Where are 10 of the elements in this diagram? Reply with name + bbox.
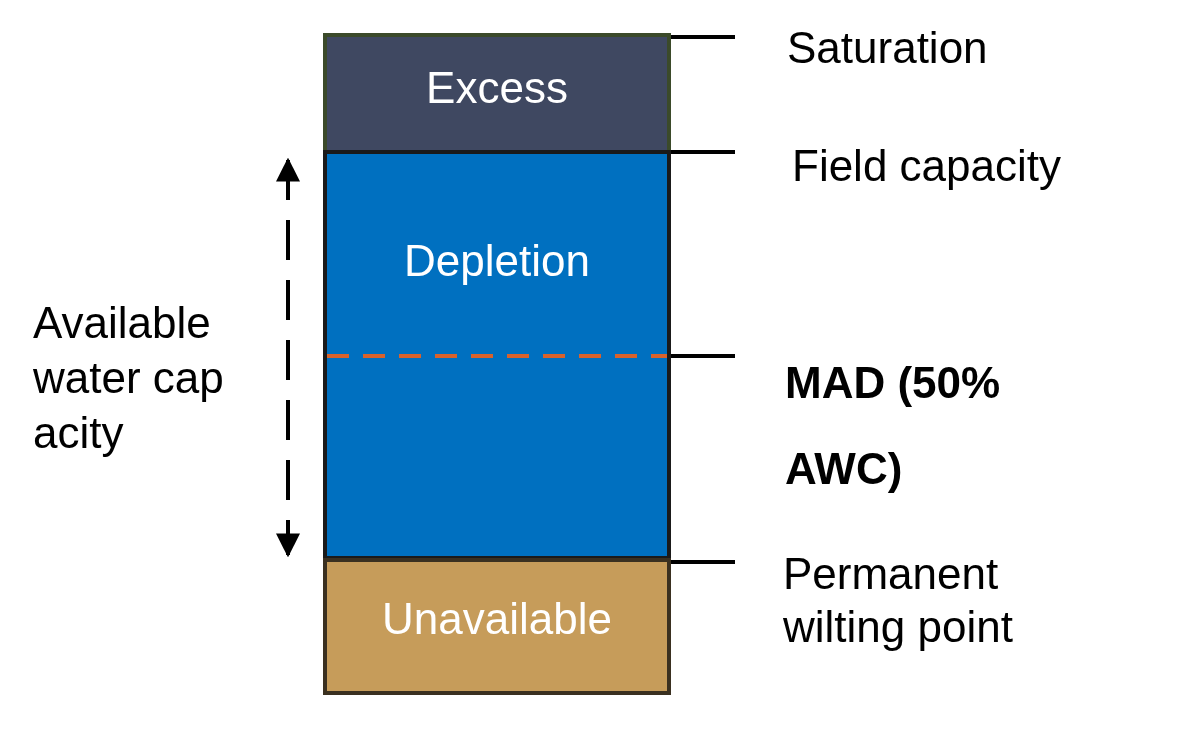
band-label: Depletion <box>403 236 591 286</box>
band-label: Excess <box>425 63 569 113</box>
level-label: Field capacity <box>792 140 1062 192</box>
dimension-label: Available water capacity <box>33 297 225 459</box>
level-label: Permanent wilting point <box>783 548 1014 653</box>
soil-water-band <box>323 558 671 695</box>
band-label: Unavailable <box>381 594 613 644</box>
level-label: Saturation <box>787 22 989 74</box>
level-label: MAD (50% AWC) <box>785 357 1002 495</box>
soil-water-band <box>323 150 671 560</box>
